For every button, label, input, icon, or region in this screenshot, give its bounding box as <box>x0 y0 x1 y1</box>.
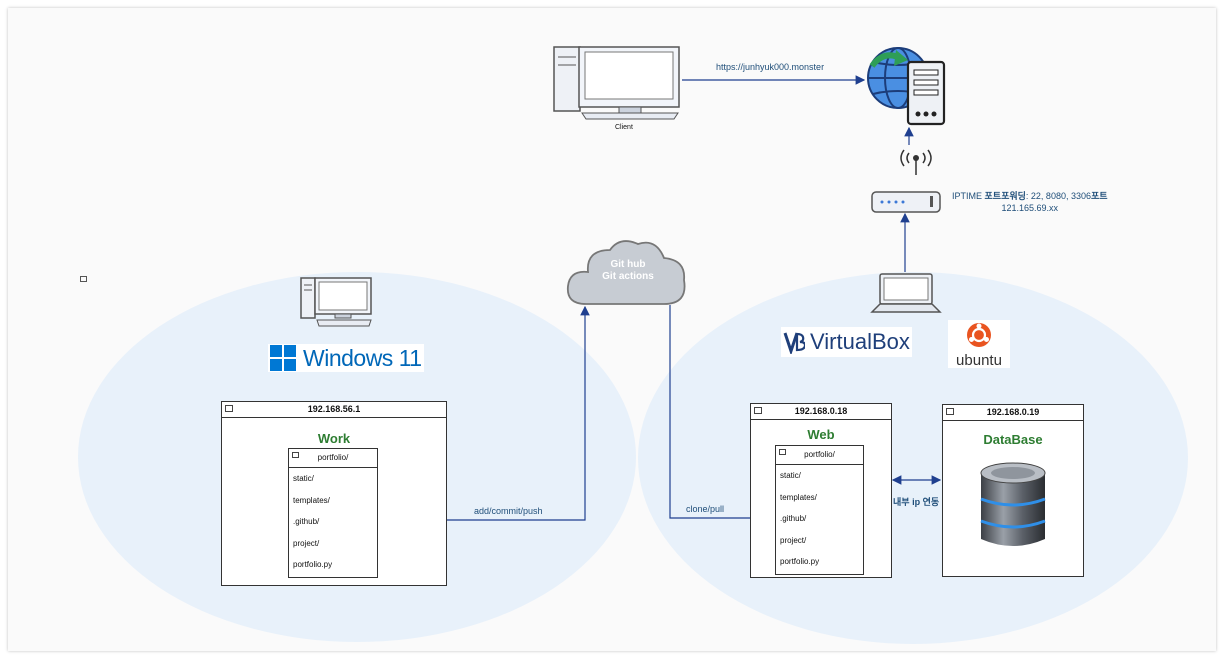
work-folder-header: portfolio/ <box>289 449 377 468</box>
web-box-ip: 192.168.0.18 <box>794 406 848 416</box>
database-icon <box>980 462 1046 546</box>
wifi-antenna-icon <box>900 149 932 175</box>
db-box-header: 192.168.0.19 <box>943 405 1083 421</box>
work-folder-item: static/ <box>293 474 314 483</box>
db-box: 192.168.0.19 DataBase <box>942 404 1084 577</box>
web-folder-item: portfolio.py <box>780 557 820 566</box>
github-cloud-icon <box>566 240 686 305</box>
web-server-globe-icon <box>867 47 946 126</box>
cloud-label: Git hub Git actions <box>602 259 654 282</box>
pull-edge-label: clone/pull <box>686 504 725 514</box>
work-folder-item: templates/ <box>293 495 330 505</box>
windows-desktop-icon <box>300 277 372 327</box>
work-box: 192.168.56.1 Work portfolio/ static/ tem… <box>221 401 447 586</box>
web-folder-box: portfolio/ static/ templates/ .github/ p… <box>775 445 864 575</box>
windows-11-logo: Windows 11 <box>268 344 424 372</box>
web-box-title: Web <box>807 427 835 442</box>
db-box-ip: 192.168.0.19 <box>986 407 1040 417</box>
virtualbox-logo-text: VirtualBox <box>810 329 910 354</box>
windows-logo-icon <box>270 345 296 371</box>
work-folder-item: portfolio.py <box>293 560 333 569</box>
table-icon <box>225 405 233 412</box>
web-box-header: 192.168.0.18 <box>751 404 891 420</box>
db-box-title: DataBase <box>983 432 1043 447</box>
work-folder-item: project/ <box>293 538 320 548</box>
ubuntu-logo-text: ubuntu <box>956 352 1002 369</box>
web-folder-item: .github/ <box>780 514 807 523</box>
work-folder-box: portfolio/ static/ templates/ .github/ p… <box>288 448 378 578</box>
virtualbox-logo-icon <box>783 332 805 354</box>
web-folder-header: portfolio/ <box>776 446 863 465</box>
work-box-ip: 192.168.56.1 <box>307 404 361 414</box>
windows-logo-text: Windows 11 <box>303 344 422 371</box>
virtualbox-zone <box>638 272 1188 644</box>
work-box-title: Work <box>317 431 351 446</box>
web-folder-item: static/ <box>780 471 801 480</box>
ubuntu-logo-icon <box>967 323 991 347</box>
virtualbox-logo: VirtualBox <box>781 327 912 357</box>
table-icon <box>292 452 299 458</box>
router-icon <box>871 191 941 213</box>
table-icon <box>779 449 786 455</box>
client-label: Client <box>615 124 633 131</box>
url-edge-label: https://junhyuk000.monster <box>716 62 825 72</box>
client-desktop-icon <box>553 46 680 120</box>
push-edge-label: add/commit/push <box>474 506 543 516</box>
work-box-header: 192.168.56.1 <box>222 402 446 418</box>
router-label: IPTIME 포트포워딩: 22, 8080, 3306포트 121.165.6… <box>952 191 1108 213</box>
ubuntu-logo: ubuntu <box>948 320 1010 369</box>
web-box: 192.168.0.18 Web portfolio/ static/ temp… <box>750 403 892 578</box>
host-laptop-icon <box>870 273 942 313</box>
internal-edge-label: 내부 ip 연동 <box>893 497 940 507</box>
stray-table-icon <box>80 276 87 282</box>
web-folder-item: templates/ <box>780 492 817 502</box>
table-icon <box>754 407 762 414</box>
web-folder-item: project/ <box>780 535 807 545</box>
pull-edge-line <box>669 305 775 523</box>
work-folder-item: .github/ <box>293 517 320 526</box>
table-icon <box>946 408 954 415</box>
